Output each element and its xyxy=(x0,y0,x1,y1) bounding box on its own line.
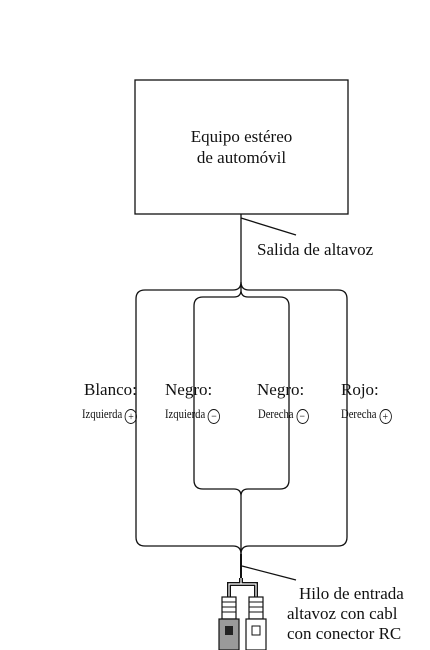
input-wire-line1: Hilo de entrada xyxy=(299,584,404,603)
channel-1-color: Blanco: xyxy=(84,380,137,399)
channel-4-side: Derecha + xyxy=(341,406,392,424)
input-wire-line2: altavoz con cabl xyxy=(287,604,398,623)
polarity-minus-icon: − xyxy=(296,409,309,424)
stereo-unit-label: Equipo estéreo de automóvil xyxy=(135,80,348,214)
channel-1-side: Izquierda + xyxy=(82,406,138,424)
channel-4-side-text: Derecha xyxy=(341,406,377,421)
rca-connectors xyxy=(218,578,267,650)
speaker-output-label: Salida de altavoz xyxy=(257,240,374,259)
channel-2-side: Izquierda − xyxy=(165,406,221,424)
input-wire-line3: con conector RC xyxy=(287,624,402,643)
channel-1-side-text: Izquierda xyxy=(82,406,123,421)
stereo-unit-line1: Equipo estéreo xyxy=(190,127,293,146)
channel-3-side-text: Derecha xyxy=(258,406,294,421)
output-leader xyxy=(240,217,297,236)
channel-2-side-text: Izquierda xyxy=(165,406,206,421)
input-leader xyxy=(241,565,297,581)
polarity-plus-icon: + xyxy=(379,409,392,424)
polarity-plus-icon: + xyxy=(124,409,138,424)
stereo-unit-line2: de automóvil xyxy=(196,148,287,167)
rca-plug-right xyxy=(245,596,267,650)
channel-4-color: Rojo: xyxy=(341,380,379,399)
channel-3-side: Derecha − xyxy=(258,406,309,424)
rca-plug-left xyxy=(218,596,240,650)
polarity-minus-icon: − xyxy=(207,409,221,424)
channel-2-color: Negro: xyxy=(165,380,213,399)
inner-wire-loop xyxy=(193,282,290,497)
channel-3-color: Negro: xyxy=(257,380,305,399)
